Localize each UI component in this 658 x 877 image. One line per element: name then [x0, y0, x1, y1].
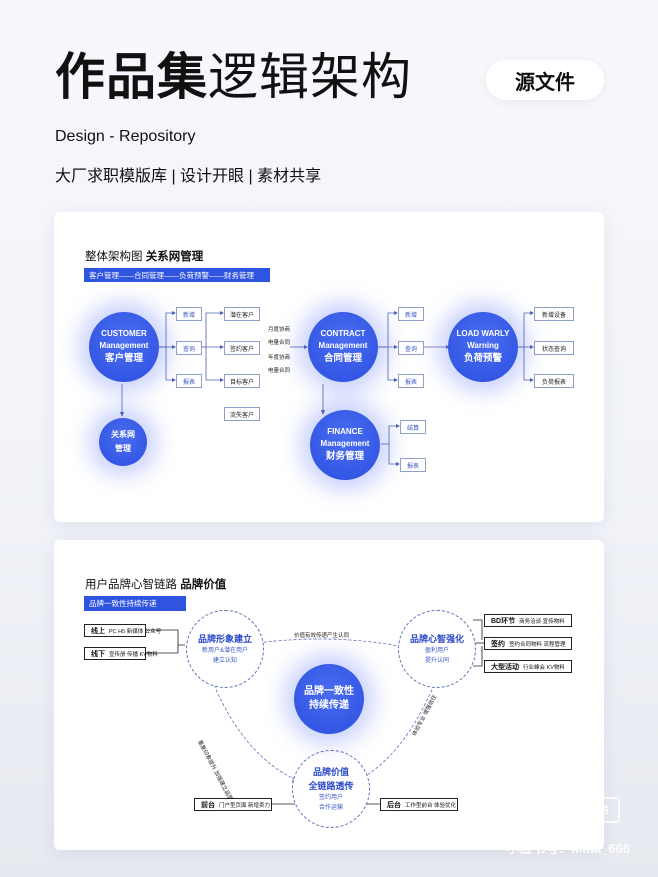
page-tags: 大厂求职模版库 | 设计开眼 | 素材共享: [55, 168, 322, 185]
architecture-card: 整体架构图 关系网管理 客户管理——合同管理——负荷预警——财务管理 CUSTO…: [54, 212, 604, 522]
source-file-badge[interactable]: 源文件: [486, 60, 604, 100]
brand-title: 用户品牌心智链路 品牌价值: [85, 579, 227, 591]
contract-query-box[interactable]: 查询: [398, 341, 424, 355]
customer-query-box[interactable]: 查询: [176, 341, 202, 355]
customer-add-box[interactable]: 新增: [176, 307, 202, 321]
contract-report-box[interactable]: 报表: [398, 374, 424, 388]
new-device-box[interactable]: 新增设备: [534, 307, 574, 321]
load-report-box[interactable]: 负荷报表: [534, 374, 574, 388]
brand-consistency-core[interactable]: 品牌一致性 持续传递: [294, 664, 364, 734]
contract-add-box[interactable]: 新增: [398, 307, 424, 321]
page-subtitle: Design - Repository: [55, 128, 196, 145]
lost-client-box[interactable]: 流失客户: [224, 407, 260, 421]
offline-channel-box[interactable]: 线下宣传册 传播 KV物料: [84, 647, 158, 660]
customer-management-node[interactable]: CUSTOMER Management 客户管理: [89, 312, 159, 382]
xiaohongshu-logo: 小红书: [564, 797, 620, 823]
relation-network-node[interactable]: 关系网 管理: [99, 418, 147, 466]
finance-settle-box[interactable]: 结算: [400, 420, 426, 434]
monthly-note: 月度协商电量合同: [268, 327, 291, 346]
top-link-label: 价值有效传递产生认同: [294, 633, 350, 639]
brand-mind-node[interactable]: 品牌心智强化 盈利用户 提升认同: [398, 610, 476, 688]
watermark-text: 小红书号：Mina_666: [506, 841, 630, 856]
architecture-title: 整体架构图 关系网管理: [85, 251, 204, 263]
brand-image-node[interactable]: 品牌形象建立 新用户&潜在用户 建立认知: [186, 610, 264, 688]
brand-bar: 品牌一致性持续传递: [84, 596, 186, 611]
potential-client-box[interactable]: 潜在客户: [224, 307, 260, 321]
backend-box[interactable]: 后台工作型前台 体验优化: [380, 798, 458, 811]
customer-report-box[interactable]: 报表: [176, 374, 202, 388]
contract-management-node[interactable]: CONTRACT Management 合同管理: [308, 312, 378, 382]
status-query-box[interactable]: 状态查询: [534, 341, 574, 355]
target-client-box[interactable]: 目标客户: [224, 374, 260, 388]
yearly-note: 年度协商电量合同: [268, 355, 291, 374]
brand-value-card: 用户品牌心智链路 品牌价值 品牌一致性持续传递 品牌形象建立 新用户&潜在用户 …: [54, 540, 604, 850]
signing-box[interactable]: 签约签约合同物料 流程管理: [484, 637, 572, 650]
big-event-box[interactable]: 大型活动行业峰会 KV物料: [484, 660, 572, 673]
finance-report-box[interactable]: 报表: [400, 458, 426, 472]
finance-management-node[interactable]: FINANCE Management 财务管理: [310, 410, 380, 480]
frontend-box[interactable]: 前台门户型页面 新增卖力: [194, 798, 272, 811]
brand-value-node[interactable]: 品牌价值 全链路透传 签约用户 合作运输: [292, 750, 370, 828]
page-title: 作品集逻辑架构: [55, 49, 412, 105]
architecture-connectors: [120, 311, 534, 466]
load-warning-node[interactable]: LOAD WARLY Warning 负荷预警: [448, 312, 518, 382]
architecture-flow-bar: 客户管理——合同管理——负荷预警——财务管理: [84, 268, 270, 282]
signed-client-box[interactable]: 签约客户: [224, 341, 260, 355]
bd-stage-box[interactable]: BD环节商务洽谈 宣传物料: [484, 614, 572, 627]
